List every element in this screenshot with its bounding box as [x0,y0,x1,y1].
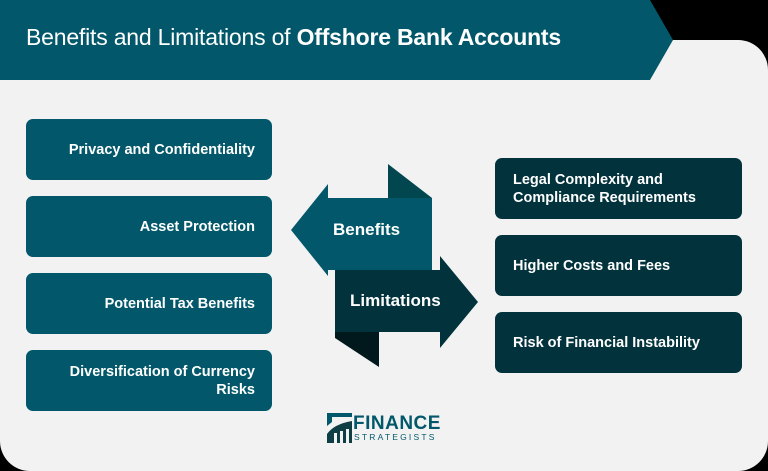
logo-line1: FINANCE [353,413,441,434]
benefit-item: Privacy and Confidentiality [26,119,272,180]
limitation-label: Higher Costs and Fees [513,257,671,274]
limitations-label: Limitations [350,291,441,310]
benefit-item: Diversification of Currency Risks [26,350,272,411]
benefit-label: Potential Tax Benefits [104,295,255,312]
page-title: Benefits and Limitations of Offshore Ban… [26,24,561,51]
limitation-label: Legal Complexity and Compliance Requirem… [513,171,696,206]
benefit-item: Asset Protection [26,196,272,257]
benefit-item: Potential Tax Benefits [26,273,272,334]
logo-line2: STRATEGISTS [354,432,437,442]
banner-shape [0,0,673,80]
title-bold: Offshore Bank Accounts [296,24,562,50]
benefit-label: Privacy and Confidentiality [68,141,255,158]
finance-strategists-logo: FINANCE STRATEGISTS [326,412,446,444]
arrows-graphic: Benefits Limitations [288,162,488,377]
limitation-label: Risk of Financial Instability [513,334,700,351]
benefits-label: Benefits [333,220,401,239]
title-banner: Benefits and Limitations of Offshore Ban… [0,0,674,80]
limitation-item: Risk of Financial Instability [495,312,742,373]
title-light: Benefits and Limitations of [26,24,297,50]
limitation-item: Legal Complexity and Compliance Requirem… [495,158,742,219]
finance-strategists-logo-icon [327,413,352,443]
double-arrow-icon [291,164,478,367]
benefit-label: Diversification of Currency Risks [69,363,255,398]
limitation-item: Higher Costs and Fees [495,235,742,296]
benefit-label: Asset Protection [139,218,255,235]
